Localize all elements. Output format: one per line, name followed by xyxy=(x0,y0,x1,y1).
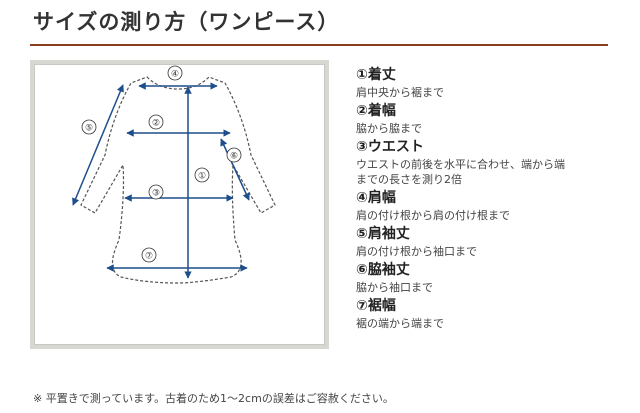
label-2 xyxy=(148,114,164,130)
legend-desc: ウエストの前後を水平に合わせ、端から端 xyxy=(356,158,565,171)
legend-name: ④肩幅 xyxy=(356,190,396,206)
title-divider xyxy=(30,44,608,46)
legend-name: ⑤肩袖丈 xyxy=(356,226,410,242)
page-title: サイズの測り方（ワンピース） xyxy=(33,10,340,34)
label-6 xyxy=(226,147,242,163)
label-4-text: ④ xyxy=(171,70,179,80)
legend-desc-continued: までの長さを測り2倍 xyxy=(356,173,462,186)
label-7-text: ⑦ xyxy=(145,252,153,262)
label-5 xyxy=(81,119,97,135)
legend-desc: 肩の付け根から肩の付け根まで xyxy=(356,209,510,222)
label-7 xyxy=(141,247,157,263)
legend-name: ①着丈 xyxy=(356,67,396,83)
label-2-text: ② xyxy=(152,119,160,129)
legend-item-shoulder: ④肩幅 肩の付け根から肩の付け根まで xyxy=(356,189,616,223)
arrow-shoulder-sleeve xyxy=(72,84,124,206)
label-3 xyxy=(148,184,164,200)
diagram-canvas: ④ ② ⑤ ⑥ ① ③ ⑦ xyxy=(34,64,325,345)
dress-outline xyxy=(80,76,276,284)
legend-name: ⑥脇袖丈 xyxy=(356,262,410,278)
dress-diagram-svg: ④ ② ⑤ ⑥ ① ③ ⑦ xyxy=(72,65,276,284)
label-5-text: ⑤ xyxy=(85,124,93,134)
legend-desc: 肩の付け根から袖口まで xyxy=(356,245,477,258)
legend-name: ③ウエスト xyxy=(356,139,424,155)
label-1 xyxy=(194,167,210,183)
legend-item-length: ①着丈 肩中央から裾まで xyxy=(356,66,616,100)
measurement-diagram: ④ ② ⑤ ⑥ ① ③ ⑦ xyxy=(30,60,329,349)
label-6-text: ⑥ xyxy=(230,152,238,162)
legend-desc: 裾の端から端まで xyxy=(356,317,444,330)
legend-item-shoulder-sleeve: ⑤肩袖丈 肩の付け根から袖口まで xyxy=(356,225,616,259)
label-1-text: ① xyxy=(198,172,206,182)
legend-name: ⑦裾幅 xyxy=(356,298,396,314)
footnote: ※ 平置きで測っています。古着のため1～2cmの誤差はご容赦ください。 xyxy=(33,392,394,405)
legend-item-hem: ⑦裾幅 裾の端から端まで xyxy=(356,297,616,331)
legend-item-width: ②着幅 脇から脇まで xyxy=(356,102,616,136)
label-3-text: ③ xyxy=(152,189,160,199)
legend-item-underarm-sleeve: ⑥脇袖丈 脇から袖口まで xyxy=(356,261,616,295)
legend-item-waist: ③ウエスト ウエストの前後を水平に合わせ、端から端 までの長さを測り2倍 xyxy=(356,138,616,187)
legend-desc: 肩中央から裾まで xyxy=(356,86,444,99)
legend-desc: 脇から袖口まで xyxy=(356,281,433,294)
label-4 xyxy=(167,65,183,81)
legend-name: ②着幅 xyxy=(356,103,396,119)
measurement-legend: ①着丈 肩中央から裾まで ②着幅 脇から脇まで ③ウエスト ウエストの前後を水平… xyxy=(356,66,616,333)
arrow-underarm-sleeve xyxy=(220,138,250,201)
legend-desc: 脇から脇まで xyxy=(356,122,422,135)
